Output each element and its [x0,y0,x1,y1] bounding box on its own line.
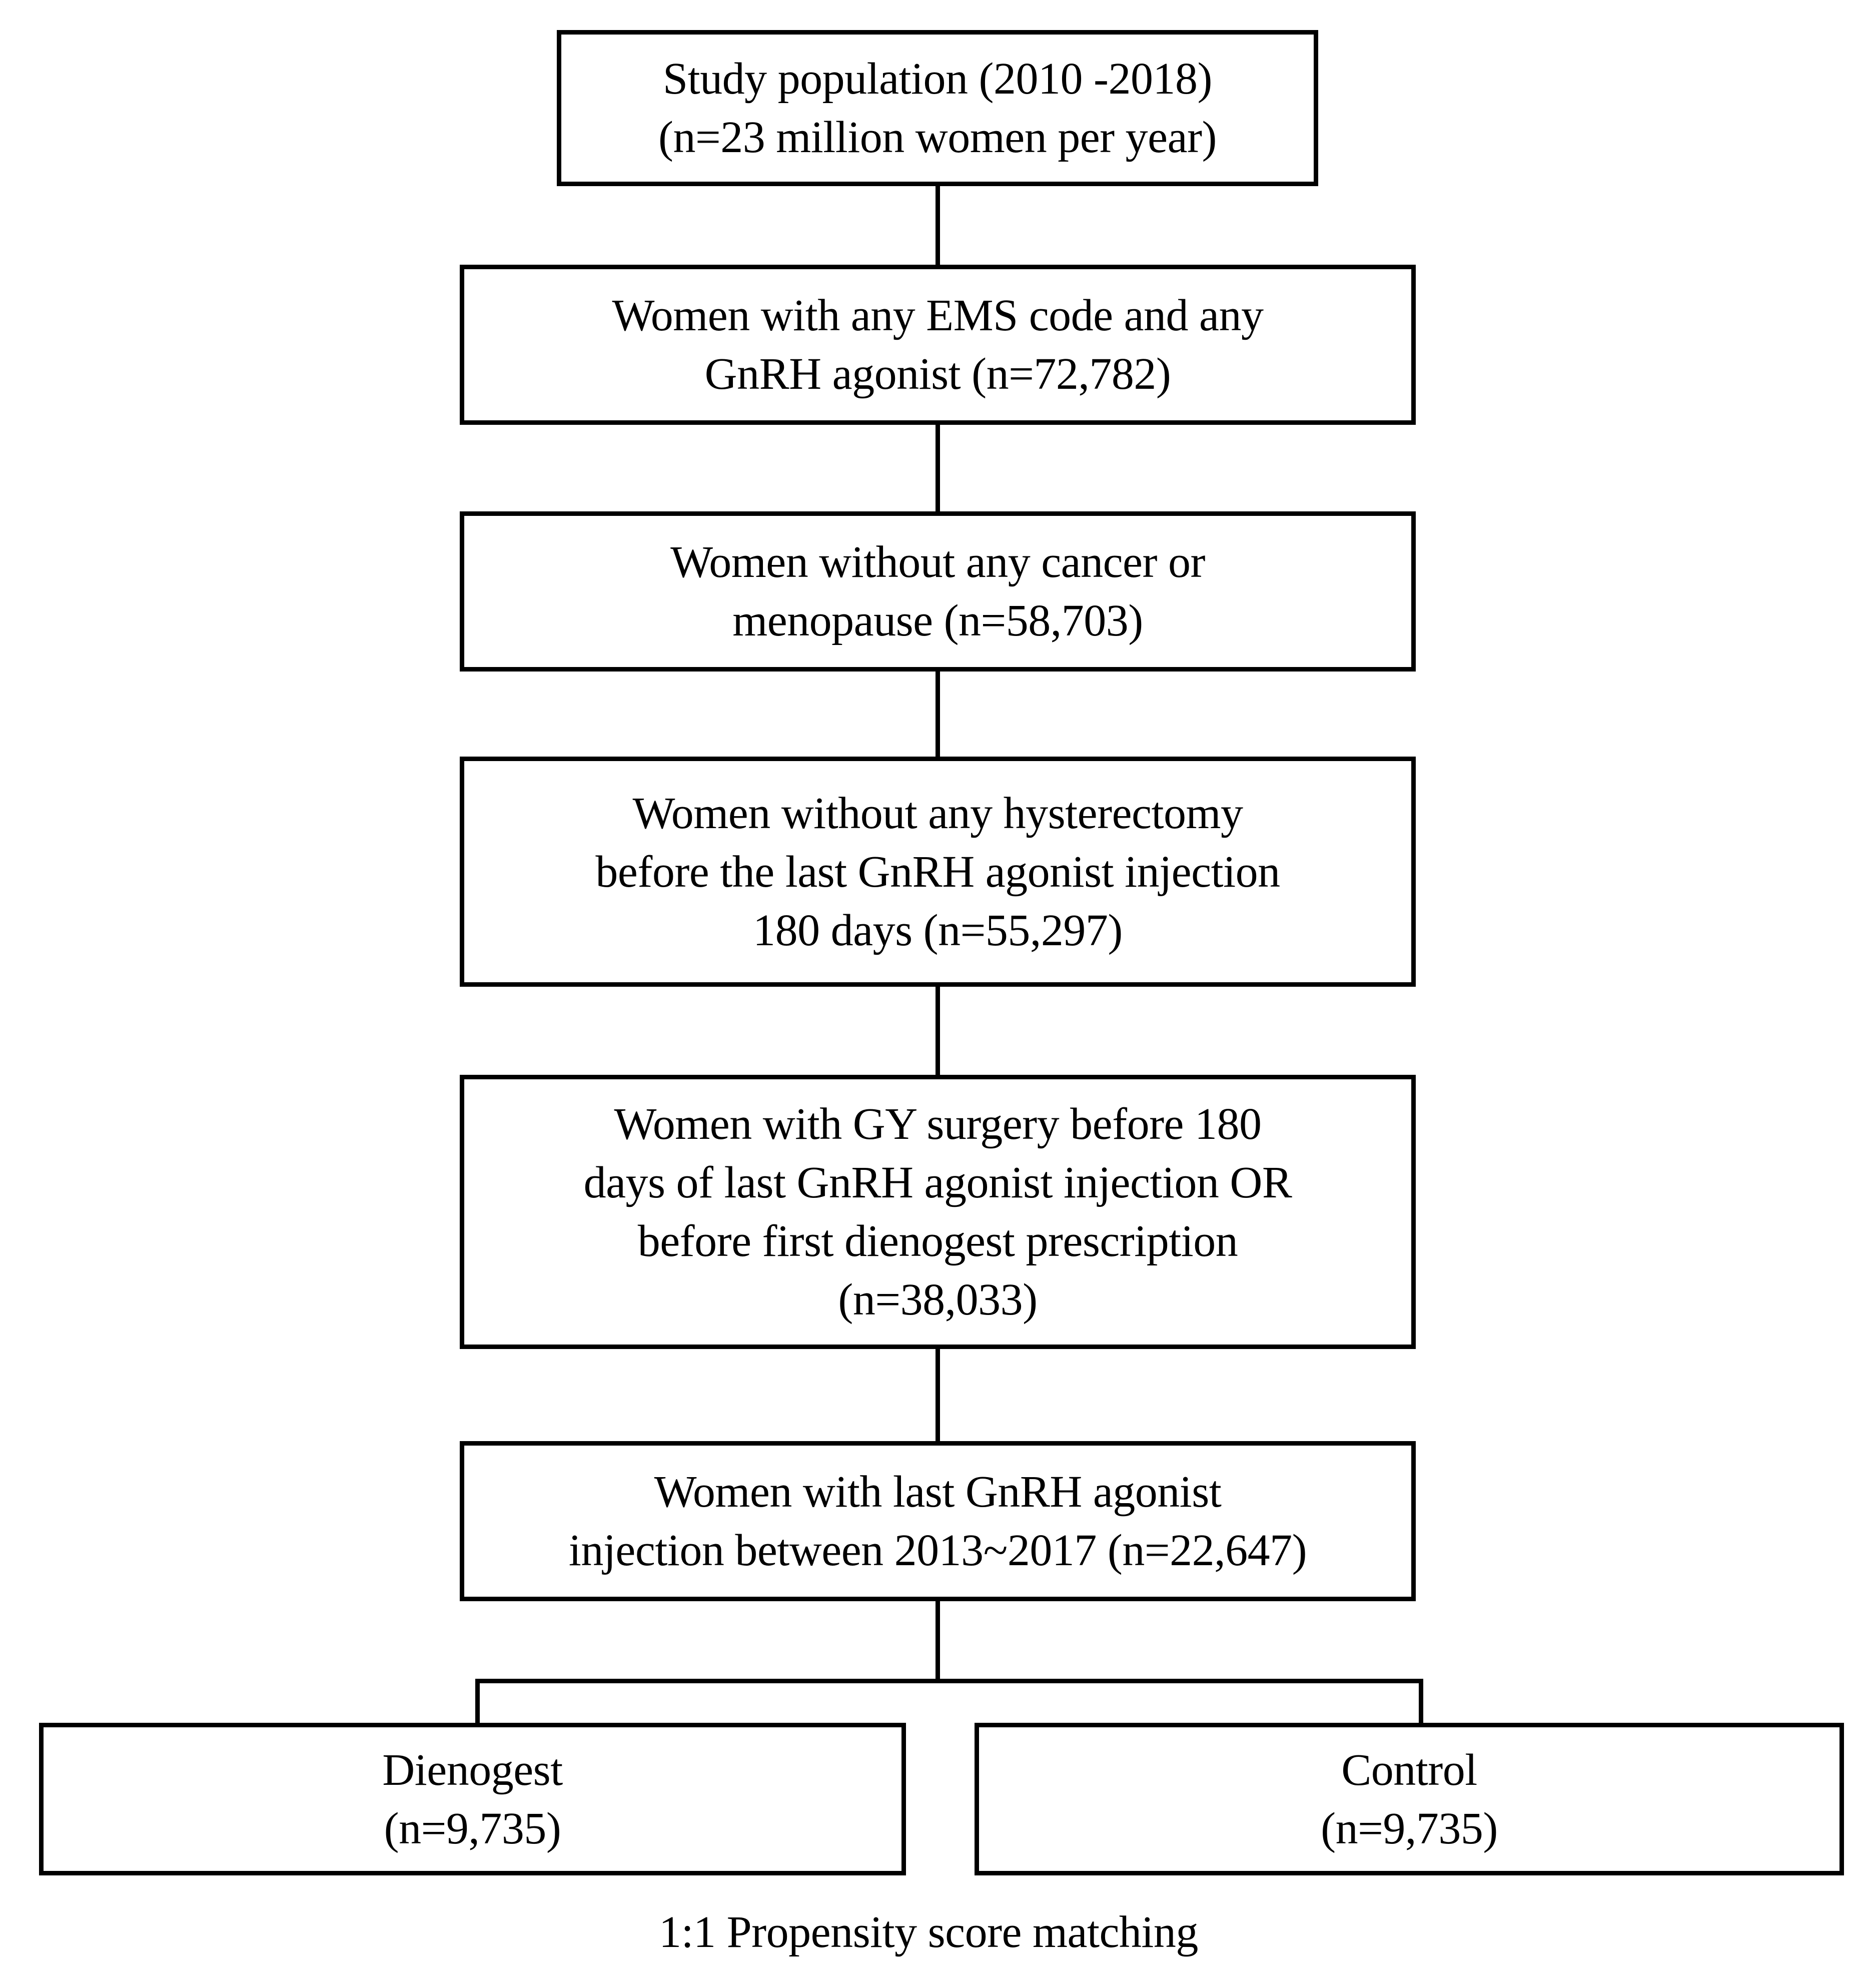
flow-node-text: Women with last GnRH agonist injection b… [568,1467,1307,1575]
flow-node-gy-surgery-exclusion: Women with GY surgery before 180 days of… [460,1075,1416,1349]
flow-node-no-hysterectomy: Women without any hysterectomy before th… [460,757,1416,987]
connector-line-vertical [936,672,940,757]
connector-line-horizontal-split-bar [475,1679,1423,1683]
flow-node-study-population: Study population (2010 -2018) (n=23 mill… [557,30,1318,186]
flow-node-ems-code-gnrh-agonist: Women with any EMS code and any GnRH ago… [460,265,1416,425]
flow-node-text: Women with GY surgery before 180 days of… [583,1099,1292,1324]
flow-node-no-cancer-no-menopause: Women without any cancer or menopause (n… [460,511,1416,672]
flow-node-text: Control (n=9,735) [1321,1745,1498,1853]
connector-line-vertical-to-dienogest [475,1679,480,1723]
flow-node-control-group: Control (n=9,735) [975,1723,1844,1875]
flow-node-dienogest-group: Dienogest (n=9,735) [39,1723,906,1875]
connector-line-vertical-split-stem [936,1601,940,1679]
connector-line-vertical [936,425,940,511]
connector-line-vertical [936,1349,940,1441]
flow-node-injection-window: Women with last GnRH agonist injection b… [460,1441,1416,1601]
connector-line-vertical [936,987,940,1075]
connector-line-vertical-to-control [1419,1679,1423,1723]
flow-node-text: Study population (2010 -2018) (n=23 mill… [658,54,1217,162]
flow-node-text: Women with any EMS code and any GnRH ago… [612,291,1264,399]
figure-caption: 1:1 Propensity score matching [659,1907,1198,1957]
flow-node-text: Dienogest (n=9,735) [382,1745,563,1853]
flow-node-text: Women without any hysterectomy before th… [595,788,1280,955]
flow-node-text: Women without any cancer or menopause (n… [670,537,1205,645]
connector-line-vertical [936,186,940,265]
